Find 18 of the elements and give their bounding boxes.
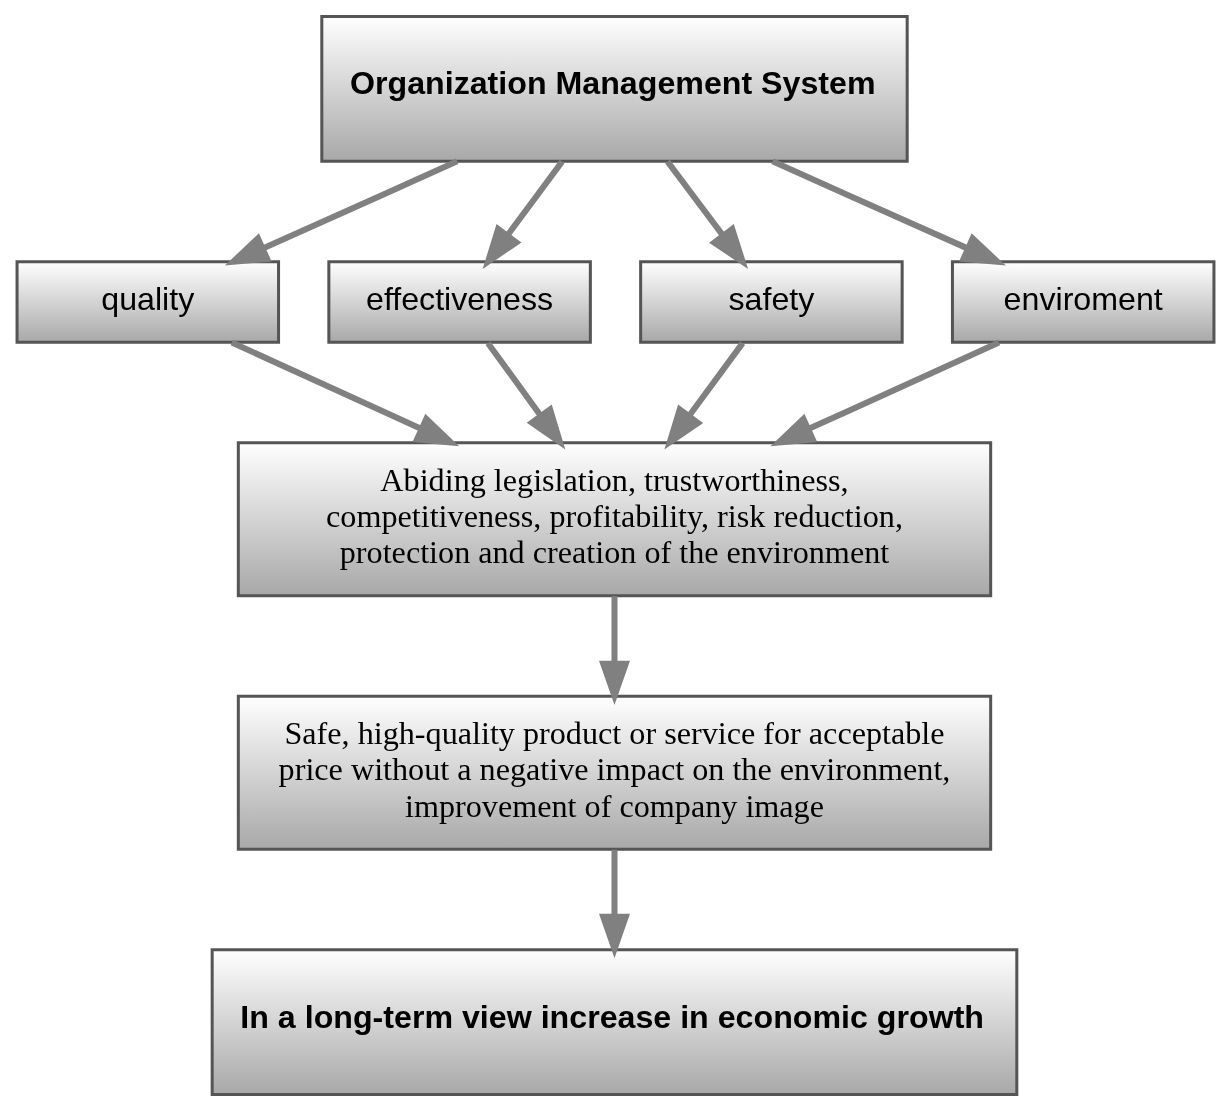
arrow — [598, 596, 630, 706]
arrow — [224, 158, 458, 266]
arrow — [485, 341, 565, 450]
node-box: quality — [15, 260, 280, 344]
arrow — [663, 341, 745, 450]
arrow — [664, 159, 748, 269]
node-box: effectiveness — [326, 260, 592, 344]
arrow — [598, 849, 630, 959]
node-box: Organization Management System — [319, 14, 909, 163]
node-box: enviroment — [950, 260, 1215, 344]
arrow — [770, 158, 1006, 266]
arrow — [230, 339, 459, 447]
node-box: In a long-term view increase in economic growth — [210, 948, 1018, 1097]
arrow — [482, 159, 564, 269]
node-box: safety — [638, 260, 904, 344]
arrow — [769, 339, 1000, 447]
node-box: Safe, high-quality product or service for acceptable price without a negative impact on the environment, improvement of company image — [236, 694, 992, 851]
node-box: Abiding legislation, trustworthiness, competitiveness, profitability, risk reduction, protection and creation of the environment — [236, 441, 992, 598]
